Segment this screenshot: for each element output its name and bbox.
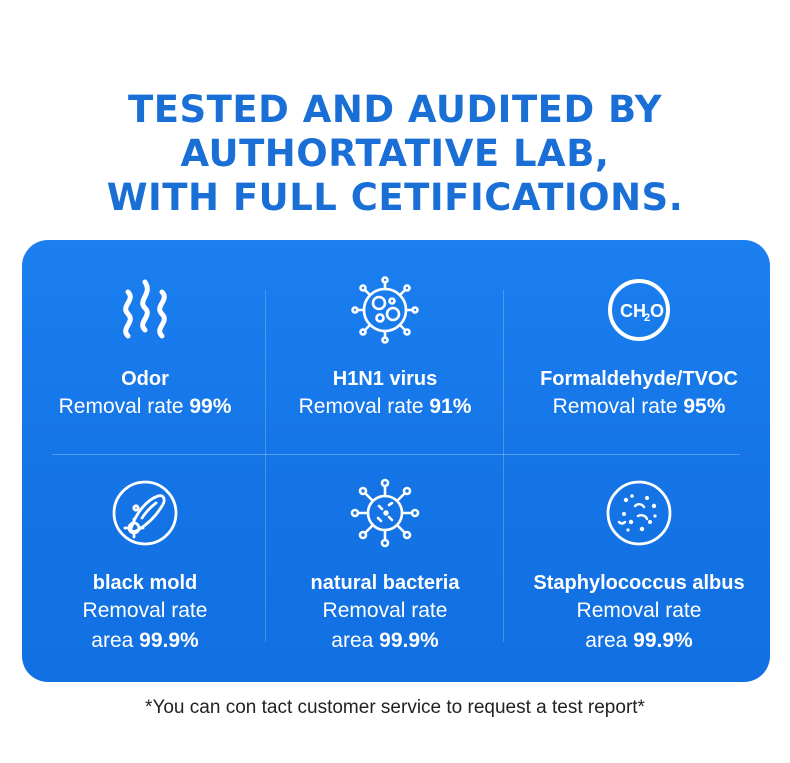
ch2o-molecule-icon: CH 2 O — [608, 279, 670, 341]
bacteria-icon — [350, 478, 420, 548]
item-name: H1N1 virus — [332, 368, 438, 390]
results-panel: Odor Removal rate 99% H1N1 virus Remo — [22, 240, 770, 682]
icon-label: CH — [620, 301, 646, 321]
result-card-formaldehyde: CH 2 O Formaldehyde/TVOC Removal rate 95… — [519, 274, 759, 422]
headline-line-1: TESTED AND AUDITED BY — [127, 88, 663, 131]
item-rate-label: Removal rate — [322, 599, 448, 622]
item-name: Odor — [121, 368, 169, 390]
result-card-natural-bacteria: natural bacteria Removal rate area 99.9% — [265, 476, 505, 656]
result-card-odor: Odor Removal rate 99% — [25, 274, 265, 422]
mold-icon — [112, 480, 178, 546]
item-rate: area 99.9% — [331, 629, 439, 652]
row-divider — [52, 454, 740, 455]
column-divider-1 — [265, 290, 266, 642]
staphylococcus-icon — [606, 480, 672, 546]
item-name: natural bacteria — [310, 572, 460, 594]
headline: TESTED AND AUDITED BY AUTHORTATIVE LAB, … — [0, 88, 790, 220]
item-rate: area 99.9% — [91, 629, 199, 652]
headline-line-2: AUTHORTATIVE LAB, — [180, 132, 610, 175]
item-rate: area 99.9% — [585, 629, 693, 652]
odor-waves-icon — [123, 279, 167, 339]
item-name: Formaldehyde/TVOC — [540, 368, 738, 390]
item-name: Staphylococcus albus — [533, 572, 745, 594]
icon-subscript: 2 — [644, 312, 650, 324]
item-rate-label: Removal rate — [576, 599, 702, 622]
item-name: black mold — [92, 572, 198, 594]
result-card-black-mold: black mold Removal rate area 99.9% — [25, 476, 265, 656]
footnote: *You can con tact customer service to re… — [145, 697, 645, 718]
icon-tail: O — [650, 301, 664, 321]
virus-icon — [351, 276, 419, 344]
item-rate-label: Removal rate — [82, 599, 208, 622]
headline-line-3: WITH FULL CETIFICATIONS. — [106, 176, 684, 219]
item-rate: Removal rate 91% — [298, 395, 472, 418]
item-rate: Removal rate 95% — [552, 395, 726, 418]
result-card-h1n1: H1N1 virus Removal rate 91% — [265, 274, 505, 422]
result-card-staphylococcus: Staphylococcus albus Removal rate area 9… — [519, 476, 759, 656]
item-rate: Removal rate 99% — [58, 395, 232, 418]
column-divider-2 — [503, 290, 504, 642]
